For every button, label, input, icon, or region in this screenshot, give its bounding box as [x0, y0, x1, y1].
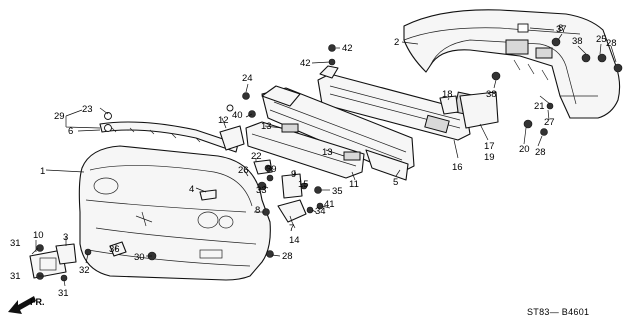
callout-c21: 21	[534, 101, 545, 112]
callout-c10: 10	[33, 230, 44, 241]
callout-c40: 40	[232, 110, 243, 121]
bracket-12	[219, 125, 245, 151]
diagram-code: ST83— B4601	[527, 307, 589, 317]
callout-c31a: 31	[10, 238, 21, 249]
callout-c16: 16	[452, 162, 463, 173]
callout-c18: 18	[442, 89, 453, 100]
front-direction-arrow	[8, 296, 36, 314]
callout-c22: 22	[251, 151, 262, 162]
callout-c7: 7	[289, 223, 294, 234]
callout-c17: 17	[484, 141, 495, 152]
callout-c24: 24	[242, 73, 253, 84]
callout-c38a: 38	[572, 36, 583, 47]
callout-c27: 27	[544, 117, 555, 128]
callout-c14: 14	[289, 235, 300, 246]
strip-clips	[111, 127, 201, 143]
callout-c33: 33	[256, 185, 267, 196]
callout-c42b: 42	[300, 58, 311, 69]
front-bumper-face	[78, 145, 271, 281]
front-bumper-beam	[261, 85, 415, 181]
callout-c39: 39	[266, 164, 277, 175]
callout-c13b: 13	[322, 147, 333, 158]
callout-c19: 19	[484, 152, 495, 163]
callout-c1: 1	[40, 166, 45, 177]
callout-c15: 15	[298, 179, 309, 190]
callout-c11: 11	[349, 179, 359, 190]
callout-c25: 25	[596, 34, 607, 45]
front-energy-absorber	[245, 121, 365, 179]
callout-c9: 9	[291, 169, 296, 180]
rear-bumper-face	[403, 9, 621, 119]
callout-c12: 12	[218, 115, 229, 126]
callout-c36: 36	[109, 244, 120, 255]
callout-c2: 2	[394, 37, 399, 48]
callout-c31b: 31	[10, 271, 21, 282]
license-bracket	[29, 249, 67, 279]
callout-c28c: 28	[535, 147, 546, 158]
license-opening	[39, 257, 57, 271]
absorber-clip-13b	[343, 151, 361, 161]
callout-c38b: 38	[486, 89, 497, 100]
callout-c23: 23	[82, 104, 93, 115]
callout-c41: 41	[324, 199, 335, 210]
bracket-18	[439, 95, 459, 115]
callout-c8a: 8	[255, 205, 260, 216]
callout-c28b: 28	[606, 38, 617, 49]
callout-c37: 37	[556, 24, 567, 35]
callout-c30: 30	[134, 252, 145, 263]
callout-c13a: 13	[261, 121, 272, 132]
callout-c20: 20	[519, 144, 530, 155]
callout-c3: 3	[63, 232, 68, 243]
callout-c31c: 31	[58, 288, 69, 299]
upper-cover-strip	[99, 121, 239, 153]
callout-c26: 26	[238, 165, 249, 176]
callout-c4: 4	[189, 184, 194, 195]
callout-c8b: 8	[558, 23, 563, 34]
callout-c32: 32	[79, 265, 90, 276]
callout-c42a: 42	[342, 43, 353, 54]
fasteners	[36, 23, 623, 282]
bracket-17	[459, 91, 499, 129]
front-direction-label: FR.	[30, 297, 45, 307]
callout-c28a: 28	[282, 251, 293, 262]
callout-c34: 34	[315, 206, 326, 217]
absorber-clip-13a	[281, 123, 299, 133]
part-36	[109, 241, 127, 257]
callout-c29: 29	[54, 111, 65, 122]
callout-c35: 35	[332, 186, 343, 197]
callout-c5: 5	[393, 177, 398, 188]
bracket-3	[55, 243, 77, 265]
bracket-7	[277, 199, 307, 223]
bracket-4	[199, 189, 217, 201]
leader-lines	[31, 27, 617, 287]
callout-labels: 1 2 3 4 5 6 7 8 8 9 10 11 12 13 13 14 15…	[10, 23, 617, 299]
callout-c6: 6	[68, 126, 73, 137]
